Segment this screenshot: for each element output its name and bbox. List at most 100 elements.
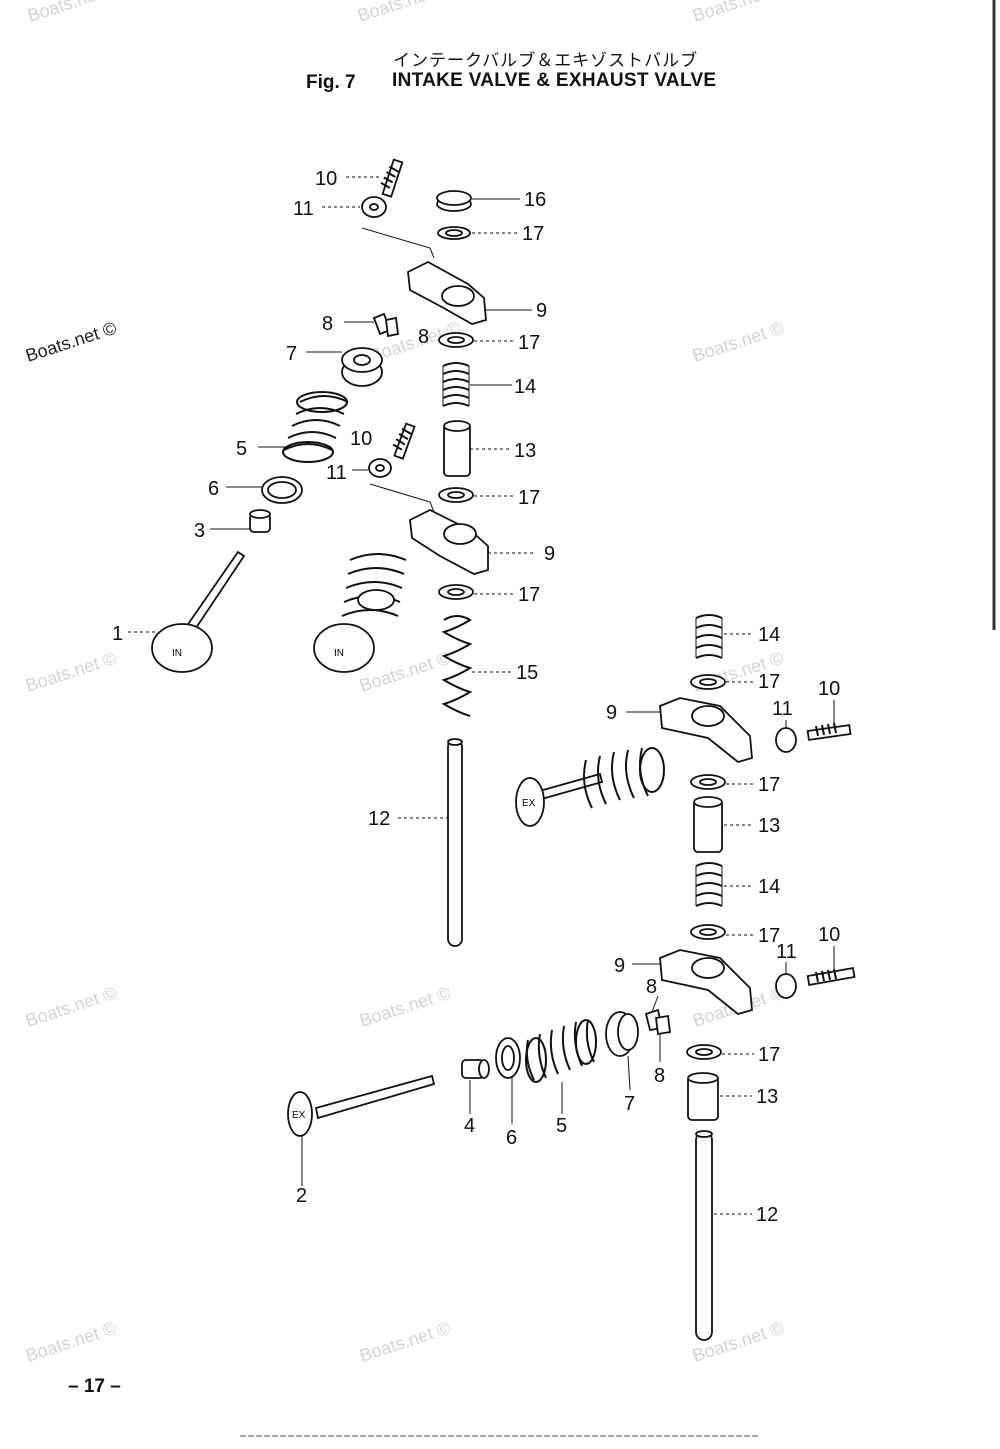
callout-9: 9: [614, 955, 625, 977]
callout-10: 10: [350, 428, 372, 450]
callout-17: 17: [518, 487, 540, 509]
part-6-spring-seat: [261, 476, 303, 504]
part-3-stem-seal: [249, 509, 271, 533]
intake-valve-assembly: IN: [313, 553, 407, 673]
part-2-exhaust-valve: EX: [287, 1074, 436, 1137]
callout-2: 2: [296, 1185, 307, 1207]
callout-10: 10: [818, 924, 840, 946]
watermark-text: Boats.net ©: [690, 318, 786, 366]
callout-8: 8: [418, 326, 429, 348]
callout-13: 13: [514, 440, 536, 462]
callout-5: 5: [236, 438, 247, 460]
callout-13: 13: [756, 1086, 778, 1108]
part-9-rocker-arm: [659, 949, 753, 1015]
watermark-text-dark: Boats.net ©: [23, 318, 119, 366]
watermark-text: Boats.net ©: [23, 983, 119, 1031]
watermark-text: Boats.net ©: [357, 1318, 453, 1366]
callout-11: 11: [772, 698, 793, 720]
valve-marking-in: IN: [172, 648, 182, 659]
part-12-push-rod: [695, 1130, 713, 1341]
watermarks: Boats.net © Boats.net © Boats.net © Boat…: [23, 0, 786, 1366]
exhaust-valve-assembly-upper: EX: [515, 747, 665, 827]
callout-14: 14: [758, 624, 780, 646]
part-17-washer: [437, 226, 471, 240]
callout-9: 9: [536, 300, 547, 322]
callout-8: 8: [322, 313, 333, 335]
callout-17: 17: [518, 584, 540, 606]
callout-numbers: 10 11 16 17 9 8 8 7 17 14 5 10 13 11 6 1…: [112, 168, 840, 1226]
callout-10: 10: [818, 678, 840, 700]
part-9-rocker-arm: [659, 697, 753, 763]
callout-17: 17: [518, 332, 540, 354]
callout-9: 9: [544, 543, 555, 565]
callout-6: 6: [208, 478, 219, 500]
part-12-push-rod: [447, 738, 463, 947]
callout-5: 5: [556, 1115, 567, 1137]
part-6-spring-seat: [495, 1037, 521, 1079]
part-17-washer: [690, 674, 726, 690]
callout-4: 4: [464, 1115, 475, 1137]
callout-1: 1: [112, 623, 123, 645]
valve-marking-in: IN: [334, 648, 344, 659]
part-17-washer: [686, 1044, 722, 1060]
callout-12: 12: [756, 1204, 778, 1226]
callout-11: 11: [293, 198, 314, 220]
part-13-collar: [443, 420, 471, 477]
part-4-stem-seal: [461, 1059, 490, 1079]
part-17-washer: [438, 584, 474, 600]
part-9-rocker-arm: [409, 508, 489, 575]
part-17-washer: [690, 924, 726, 940]
callout-3: 3: [194, 520, 205, 542]
part-5-valve-spring: [525, 1019, 597, 1083]
callout-14: 14: [758, 876, 780, 898]
callout-17: 17: [758, 671, 780, 693]
watermark-text: Boats.net ©: [690, 0, 786, 26]
part-14-spring: [442, 362, 470, 407]
part-9-rocker-arm: [407, 260, 487, 325]
part-10-adjust-screw: [380, 158, 404, 198]
callout-17: 17: [758, 774, 780, 796]
watermark-text: Boats.net ©: [23, 1318, 119, 1366]
part-1-intake-valve: IN: [151, 550, 246, 673]
part-11-lock-nut: [368, 458, 392, 478]
part-5-valve-spring: [282, 391, 349, 463]
part-10-adjust-screw: [392, 422, 416, 460]
part-8-valve-keeper: [644, 1008, 672, 1036]
valve-marking-ex: EX: [522, 798, 536, 809]
part-13-collar: [687, 1072, 719, 1121]
callout-8: 8: [654, 1065, 665, 1087]
watermark-text: Boats.net ©: [357, 983, 453, 1031]
callout-11: 11: [326, 462, 347, 484]
title-japanese: インテークバルブ＆エキゾストバルブ: [393, 51, 699, 70]
watermark-text: Boats.net ©: [23, 648, 119, 696]
callout-14: 14: [514, 376, 536, 398]
callout-13: 13: [758, 815, 780, 837]
part-14-spring: [695, 862, 723, 907]
part-7-spring-retainer: [605, 1011, 639, 1057]
callout-12: 12: [368, 808, 390, 830]
callout-6: 6: [506, 1127, 517, 1149]
callout-15: 15: [516, 662, 538, 684]
part-17-washer: [438, 332, 474, 348]
part-11-lock-nut: [361, 196, 387, 218]
callout-8: 8: [646, 976, 657, 998]
part-17-washer: [690, 774, 726, 790]
title-english: INTAKE VALVE & EXHAUST VALVE: [392, 70, 717, 91]
part-10-adjust-screw: [806, 722, 852, 741]
part-11-lock-nut: [775, 727, 797, 753]
part-13-collar: [693, 796, 723, 853]
part-8-valve-keeper: [372, 312, 399, 338]
callout-7: 7: [286, 343, 297, 365]
watermark-text: Boats.net ©: [355, 0, 451, 26]
watermark-text: Boats.net ©: [25, 0, 121, 26]
figure-number: Fig. 7: [306, 72, 356, 93]
part-14-spring: [695, 614, 723, 659]
part-7-spring-retainer: [341, 347, 383, 387]
callout-9: 9: [606, 702, 617, 724]
callout-17: 17: [522, 223, 544, 245]
callout-17: 17: [758, 1044, 780, 1066]
callout-17: 17: [758, 925, 780, 947]
callout-16: 16: [524, 189, 546, 211]
